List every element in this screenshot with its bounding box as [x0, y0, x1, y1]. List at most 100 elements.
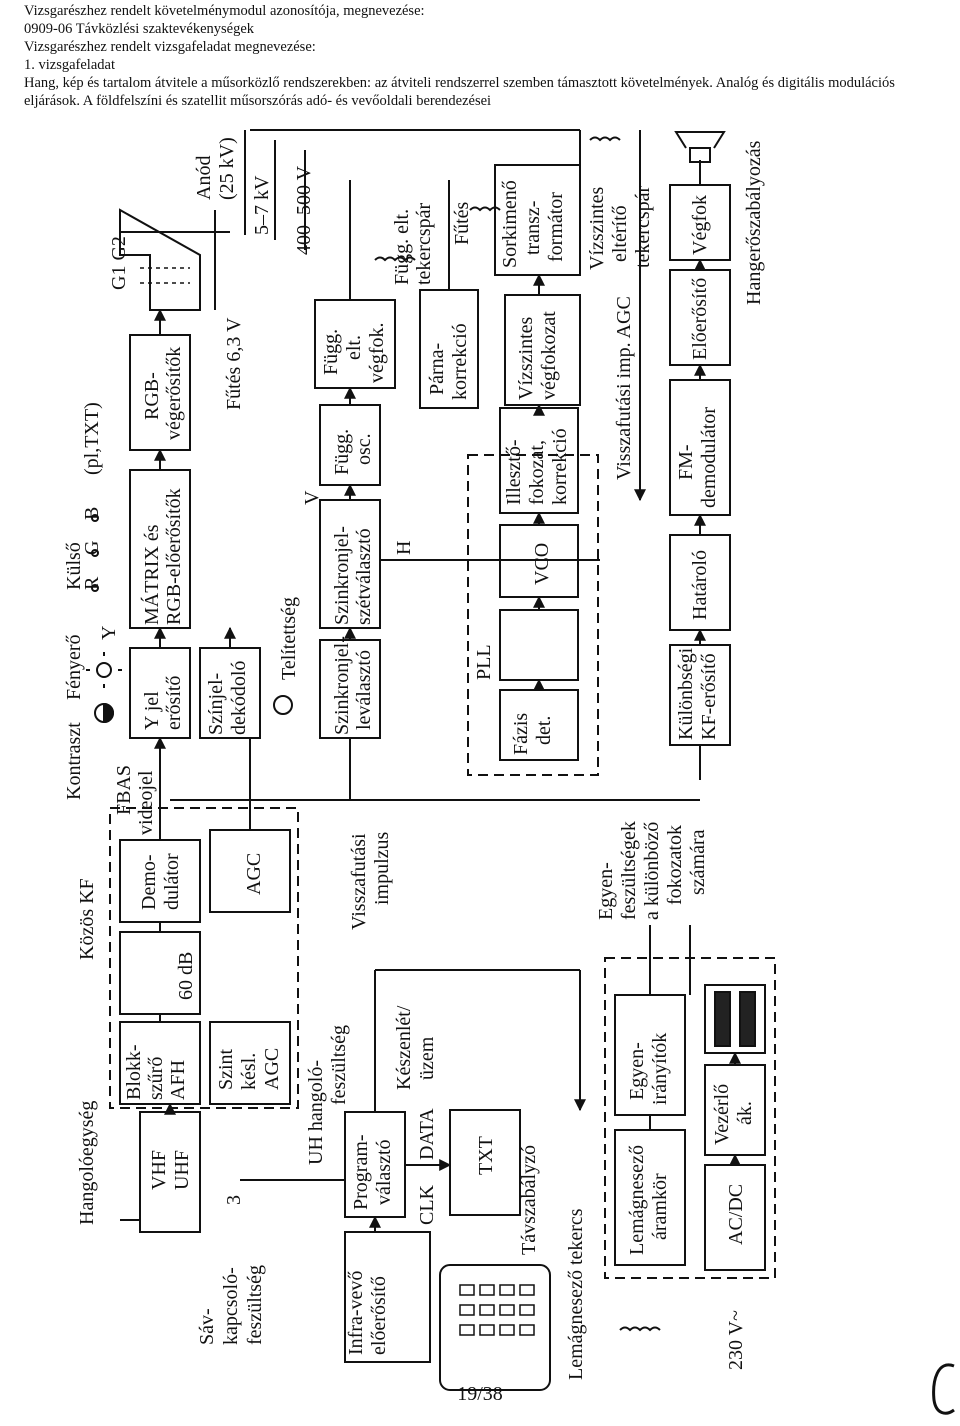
- label-vizszveg2: végfokozat: [538, 311, 560, 400]
- label-szinkronlev1: Szinkronjel-: [331, 636, 353, 735]
- label-sav3: feszültség: [244, 1265, 266, 1345]
- label-fuggtek1: Függ. elt.: [391, 209, 413, 285]
- label-vissza1: Visszafutási: [348, 833, 370, 930]
- label-vco: VCO: [531, 543, 553, 585]
- label-matrix2: RGB-előerősítők: [163, 488, 185, 625]
- label-szint1: Szint: [215, 1048, 237, 1090]
- label-egyeniranyitok2: irányítók: [649, 1033, 671, 1105]
- label-uh2: feszültség: [328, 1025, 350, 1105]
- speaker-icon: [674, 131, 726, 163]
- label-data: DATA: [416, 1108, 438, 1160]
- label-rgbveg2: végerősítők: [163, 347, 185, 440]
- remote-control-shape: [439, 1264, 551, 1391]
- label-vissza2: impulzus: [371, 831, 393, 905]
- label-fuggveg2: elt.: [343, 335, 365, 360]
- label-fuggveg3: végfok.: [366, 322, 388, 383]
- label-szinkronszet1: Szinkronjel-: [331, 526, 353, 625]
- label-szinkronlev2: leválasztó: [353, 650, 375, 730]
- label-keszenlet2: üzem: [416, 1036, 438, 1080]
- label-vizsztek1: Vízszintes: [586, 186, 608, 270]
- label-yjel1: Y jel: [141, 691, 163, 730]
- label-egyeniranyitok1: Egyen-: [626, 1042, 648, 1100]
- degauss-coil-icon: [619, 1326, 661, 1332]
- brightness-sun-icon: [96, 662, 112, 678]
- label-v: V: [301, 490, 323, 505]
- label-kontraszt: Kontraszt: [63, 722, 85, 800]
- label-vizsztek2: eltérítő: [609, 205, 631, 262]
- label-v400: 400–500 V: [293, 165, 315, 255]
- label-fazis1: Fázis: [510, 713, 532, 755]
- label-egyenf3: a különböző: [641, 822, 663, 920]
- label-keszenlet1: Készenlét/: [393, 1005, 415, 1090]
- module-name: 0909-06 Távközlési szaktevékenységek: [24, 21, 255, 37]
- label-h: H: [393, 541, 415, 555]
- label-sav2: kapcsoló-: [220, 1267, 242, 1345]
- label-kulonbsegi1: Különbségi: [675, 647, 697, 740]
- task-number: 1. vizsgafeladat: [24, 57, 115, 73]
- label-fbas2: videojel: [135, 770, 157, 835]
- label-anod2: (25 kV): [216, 137, 238, 200]
- label-egyenf2: feszültségek: [618, 821, 640, 920]
- label-egyenf4: fokozatok: [664, 825, 686, 905]
- label-acdc: AC/DC: [725, 1184, 747, 1245]
- infrared-receiver-box: [344, 1231, 431, 1363]
- label-yjel2: erősítő: [163, 676, 185, 730]
- label-illeszto1: Illesztő-: [503, 439, 525, 505]
- label-uh1: UH hangoló-: [305, 1060, 327, 1165]
- label-vizsztek3: tekercspár: [632, 185, 654, 268]
- remote-keys: [459, 1284, 535, 1336]
- label-infra1: Infra-vevő: [345, 1271, 367, 1355]
- label-visszaagc: Visszafutási imp. AGC: [613, 296, 635, 480]
- label-lemagnesezo-tek: Lemágnesező tekercs: [565, 1208, 587, 1380]
- label-sorkimeno2: transz-: [522, 201, 544, 255]
- task-description: Hang, kép és tartalom átvitele a műsorkö…: [24, 75, 895, 109]
- task-label: Vizsgarészhez rendelt vizsgafeladat megn…: [24, 39, 316, 55]
- corner-mark-icon: [932, 1363, 955, 1415]
- label-kulso: Külső: [63, 542, 85, 590]
- label-egyenf1: Egyen-: [595, 862, 617, 920]
- label-pltxt: (pl,TXT): [81, 402, 103, 475]
- module-label: Vizsgarészhez rendelt követelménymodul a…: [24, 3, 425, 19]
- label-sav1: Sáv-: [196, 1308, 218, 1345]
- label-fenyero: Fényerő: [63, 634, 85, 700]
- label-telitettseg: Telítettség: [278, 597, 300, 680]
- label-blokk2: szűrő: [145, 1057, 167, 1100]
- label-hangoloegyseg: Hangolóegység: [76, 1101, 98, 1225]
- label-blokk1: Blokk-: [123, 1044, 145, 1100]
- label-lemag1: Lemágnesező: [626, 1145, 648, 1255]
- page-header: Vizsgarészhez rendelt követelménymodul a…: [24, 2, 939, 110]
- label-illeszto2: fokozat,: [526, 440, 548, 505]
- label-v230: 230 V~: [725, 1310, 747, 1370]
- label-matrix1: MÁTRIX és: [140, 524, 163, 625]
- label-fmdemod1: FM-: [675, 444, 697, 480]
- label-fuggosc1: Függ.: [331, 429, 353, 475]
- label-egyenf5: számára: [687, 829, 709, 895]
- label-vezerlo2: ák.: [734, 1101, 756, 1125]
- horizontal-coil-icon: [589, 136, 621, 142]
- label-three: 3: [223, 1195, 245, 1205]
- label-parna2: korrekció: [449, 323, 471, 400]
- label-v57: 5–7 kV: [251, 175, 273, 235]
- label-vhf: VHF: [148, 1150, 170, 1190]
- label-futes63: Fűtés 6,3 V: [223, 317, 245, 410]
- label-szinjel1: Színjel-: [205, 673, 227, 735]
- label-agc: AGC: [243, 853, 265, 895]
- label-anod1: Anód: [193, 156, 215, 200]
- label-fazis2: det.: [533, 716, 555, 745]
- label-illeszto3: korrekció: [549, 428, 571, 505]
- label-uhf: UHF: [171, 1150, 193, 1190]
- label-demod1: Demo-: [138, 854, 160, 910]
- heater-coil-icon: [469, 206, 501, 212]
- label-program2: választó: [373, 1139, 395, 1205]
- label-amp1: 60 dB: [175, 952, 197, 1000]
- label-rgbveg1: RGB-: [141, 372, 163, 420]
- label-blokk3: AFH: [167, 1060, 189, 1100]
- label-eloerosito: Előerősítő: [689, 278, 711, 360]
- label-vegfok: Végfok: [689, 195, 711, 255]
- loop-filter-box: [499, 609, 579, 681]
- label-sorkimeno1: Sorkimenő: [499, 180, 521, 268]
- label-g1g2: G1 G2: [108, 236, 130, 290]
- label-sorkimeno3: formátor: [545, 192, 567, 262]
- demodulator-box: [119, 839, 201, 923]
